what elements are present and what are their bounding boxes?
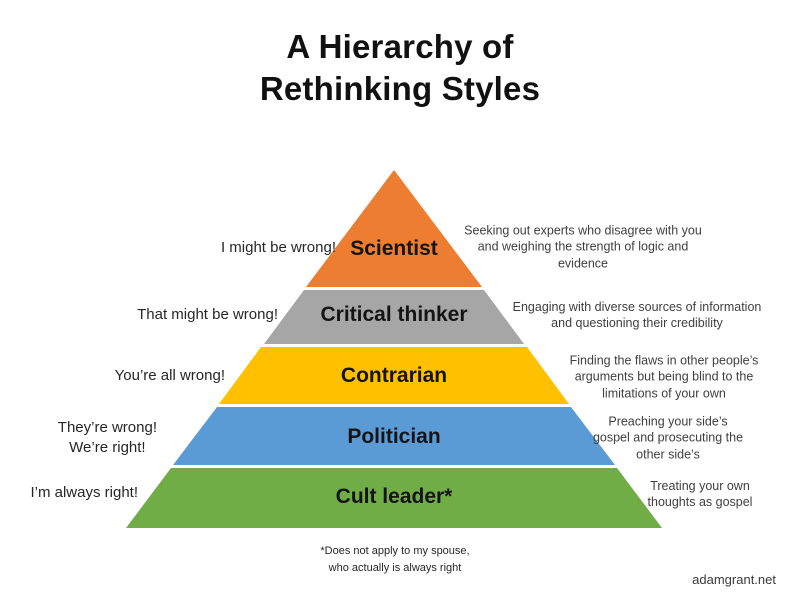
pyramid-level-critical-thinker-shape (264, 290, 524, 344)
pyramid-level-politician-shape (173, 407, 615, 465)
band-label-critical-thinker: Critical thinker (320, 303, 468, 326)
pyramid-level-scientist-shape (306, 170, 482, 287)
right-note-contrarian: Finding the flaws in other people’s argu… (569, 353, 759, 401)
footnote: *Does not apply to my spouse, who actual… (320, 545, 470, 574)
pyramid-level-contrarian-shape (219, 347, 569, 404)
band-label-cult-leader: Cult leader* (335, 485, 453, 508)
page-title: A Hierarchy of Rethinking Styles (259, 28, 541, 108)
right-note-scientist: Seeking out experts who disagree with yo… (464, 223, 702, 271)
band-label-contrarian: Contrarian (340, 364, 448, 387)
right-note-critical-thinker: Engaging with diverse sources of informa… (512, 299, 762, 330)
band-label-politician: Politician (347, 425, 441, 448)
band-label-scientist: Scientist (350, 237, 438, 260)
left-quote-politician: They’re wrong! We’re right! (57, 418, 157, 456)
pyramid-level-cult-leader-shape (126, 468, 662, 528)
left-quote-critical-thinker: That might be wrong! (137, 305, 278, 323)
right-note-politician: Preaching your side’s gospel and prosecu… (592, 414, 744, 462)
left-quote-scientist: I might be wrong! (220, 238, 336, 256)
right-note-cult-leader: Treating your own thoughts as gospel (647, 478, 753, 509)
left-quote-cult-leader: I’m always right! (30, 483, 138, 501)
left-quote-contrarian: You’re all wrong! (114, 366, 225, 384)
credit-url: adamgrant.net (692, 572, 776, 587)
